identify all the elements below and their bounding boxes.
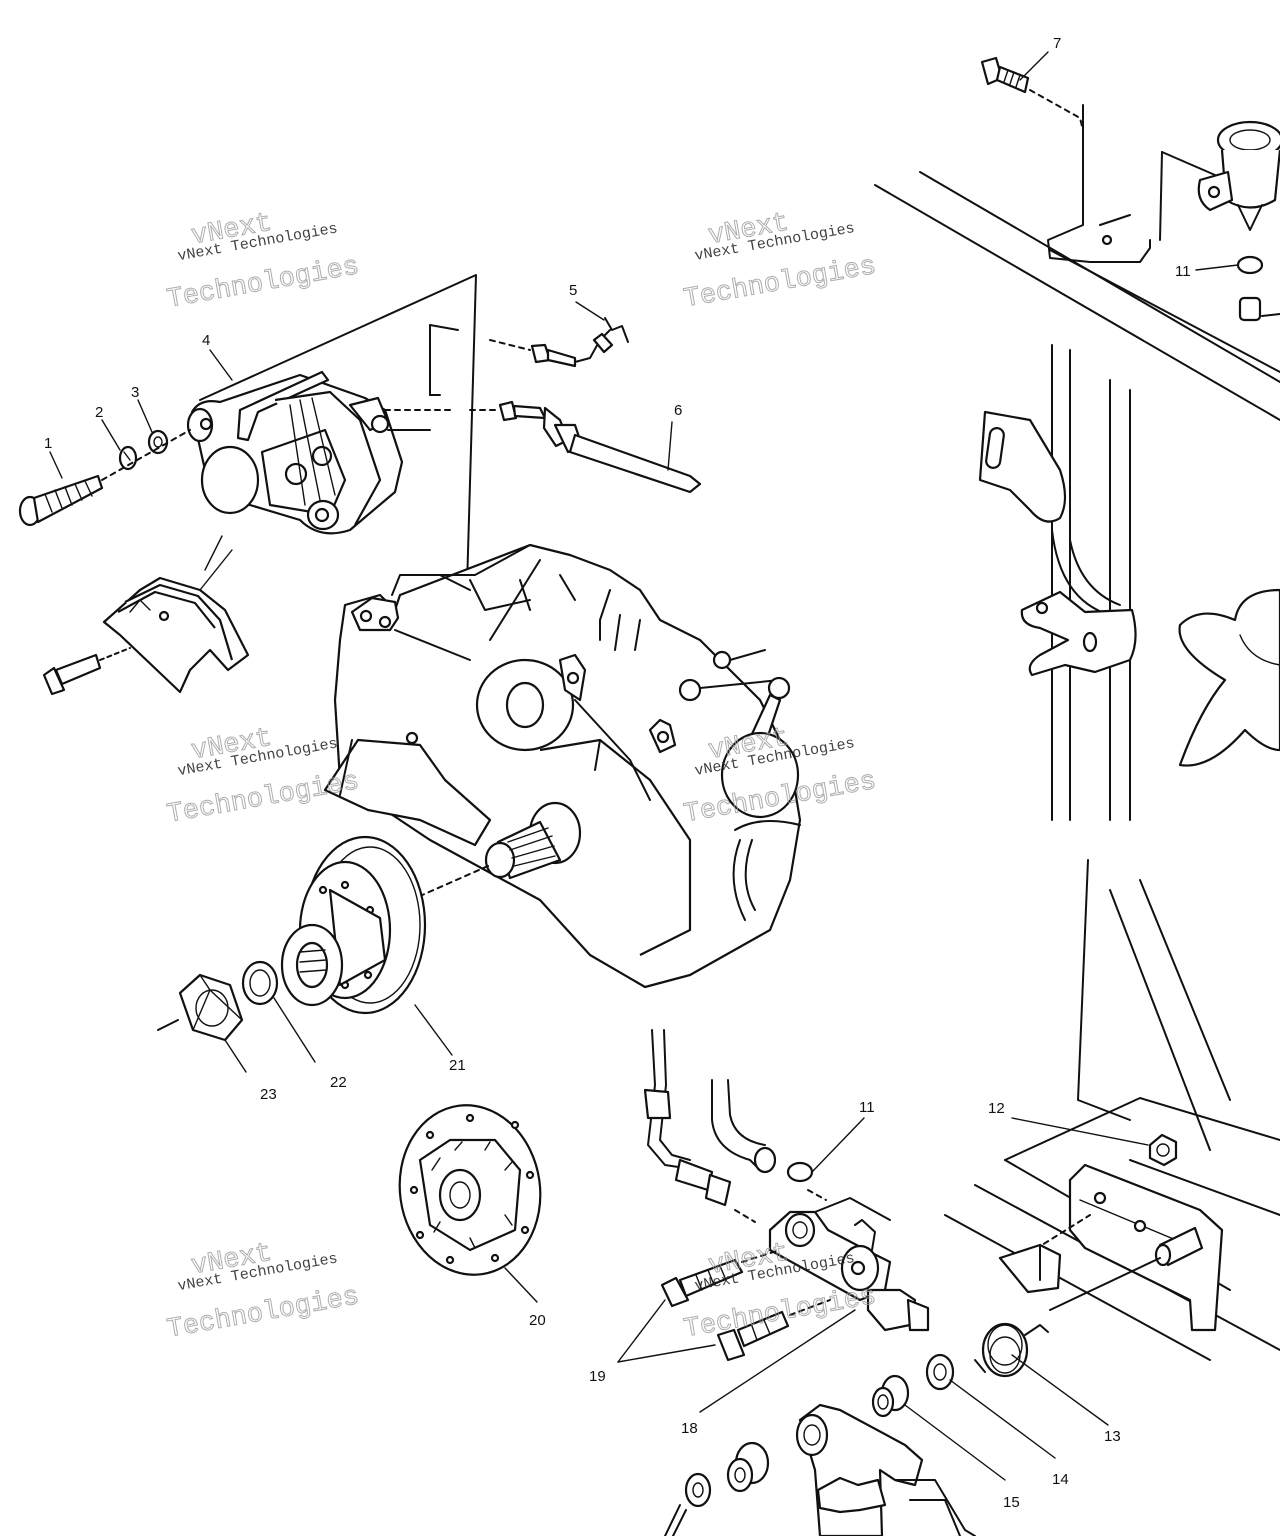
output-spline-shaft bbox=[484, 801, 582, 880]
brake-pad-set bbox=[102, 576, 250, 694]
callout-2: 2 bbox=[95, 404, 103, 421]
master-cylinder-18 bbox=[768, 1197, 930, 1332]
washer-22 bbox=[241, 960, 279, 1006]
gearcase-housing bbox=[333, 543, 802, 989]
callout-7: 7 bbox=[1053, 35, 1061, 52]
bolts-19 bbox=[660, 1249, 831, 1362]
callout-1: 1 bbox=[44, 435, 52, 452]
callout-21: 21 bbox=[449, 1057, 466, 1074]
housing-link-arm bbox=[350, 596, 471, 661]
callout-13: 13 bbox=[1104, 1428, 1121, 1445]
callout-23: 23 bbox=[260, 1086, 277, 1103]
callout-12: 12 bbox=[988, 1100, 1005, 1117]
callout-19: 19 bbox=[589, 1368, 606, 1385]
frame-block bbox=[998, 1243, 1062, 1294]
brake-line-5 bbox=[489, 317, 629, 368]
callout-6: 6 bbox=[674, 402, 682, 419]
callout-3: 3 bbox=[131, 384, 139, 401]
callout-numbers: 1 2 3 4 5 6 7 11 11 12 13 14 15 18 19 20… bbox=[44, 35, 1191, 1511]
vent-hose bbox=[711, 1079, 777, 1174]
hex-nut-23 bbox=[157, 973, 244, 1042]
brake-rotor-20 bbox=[398, 1104, 542, 1276]
callout-18: 18 bbox=[681, 1420, 698, 1437]
hose-clamp-11 bbox=[786, 1161, 827, 1201]
washer-14 bbox=[925, 1353, 955, 1391]
frame-tab-bracket bbox=[1020, 590, 1137, 677]
callout-15: 15 bbox=[1003, 1494, 1020, 1511]
callout-4: 4 bbox=[202, 332, 210, 349]
bolt-1-axis bbox=[101, 429, 191, 481]
callout-5: 5 bbox=[569, 282, 577, 299]
caliper-bolt-1 bbox=[18, 474, 104, 527]
shift-linkage bbox=[678, 649, 800, 819]
watermark-1: vNext vNext Technologies Technologies bbox=[164, 208, 362, 316]
callout-22: 22 bbox=[330, 1074, 347, 1091]
brake-disc-21 bbox=[280, 835, 427, 1015]
master-cylinder-reservoir bbox=[1047, 104, 1280, 322]
brake-caliper-assembly bbox=[186, 370, 404, 535]
callout-11-bottom: 11 bbox=[859, 1099, 875, 1116]
callout-14: 14 bbox=[1052, 1471, 1069, 1488]
washer-3 bbox=[147, 429, 169, 455]
brake-lever-arm bbox=[795, 1403, 976, 1536]
frame-slotted-bracket bbox=[978, 410, 1067, 523]
bushing-lower bbox=[664, 1441, 770, 1536]
nut-12 bbox=[1148, 1133, 1178, 1167]
brake-hose-6 bbox=[384, 400, 702, 494]
brake-cable bbox=[643, 1029, 756, 1223]
watermark-3: vNext vNext Technologies Technologies bbox=[164, 723, 362, 831]
watermark-5: vNext vNext Technologies Technologies bbox=[164, 1238, 362, 1346]
linkage-bracket bbox=[1009, 1163, 1224, 1332]
star-knob bbox=[1178, 588, 1280, 767]
pad-pin bbox=[42, 647, 131, 696]
bolt-7 bbox=[980, 56, 1084, 131]
callout-leaders bbox=[49, 51, 1239, 1481]
shaft-axis bbox=[419, 865, 489, 897]
callout-11-top: 11 bbox=[1175, 263, 1191, 280]
spring-13 bbox=[974, 1322, 1049, 1378]
housing-mount-bracket bbox=[323, 731, 492, 847]
watermark-2: vNext vNext Technologies Technologies bbox=[681, 208, 879, 316]
callout-20: 20 bbox=[529, 1312, 546, 1329]
bushing-15 bbox=[871, 1374, 910, 1418]
